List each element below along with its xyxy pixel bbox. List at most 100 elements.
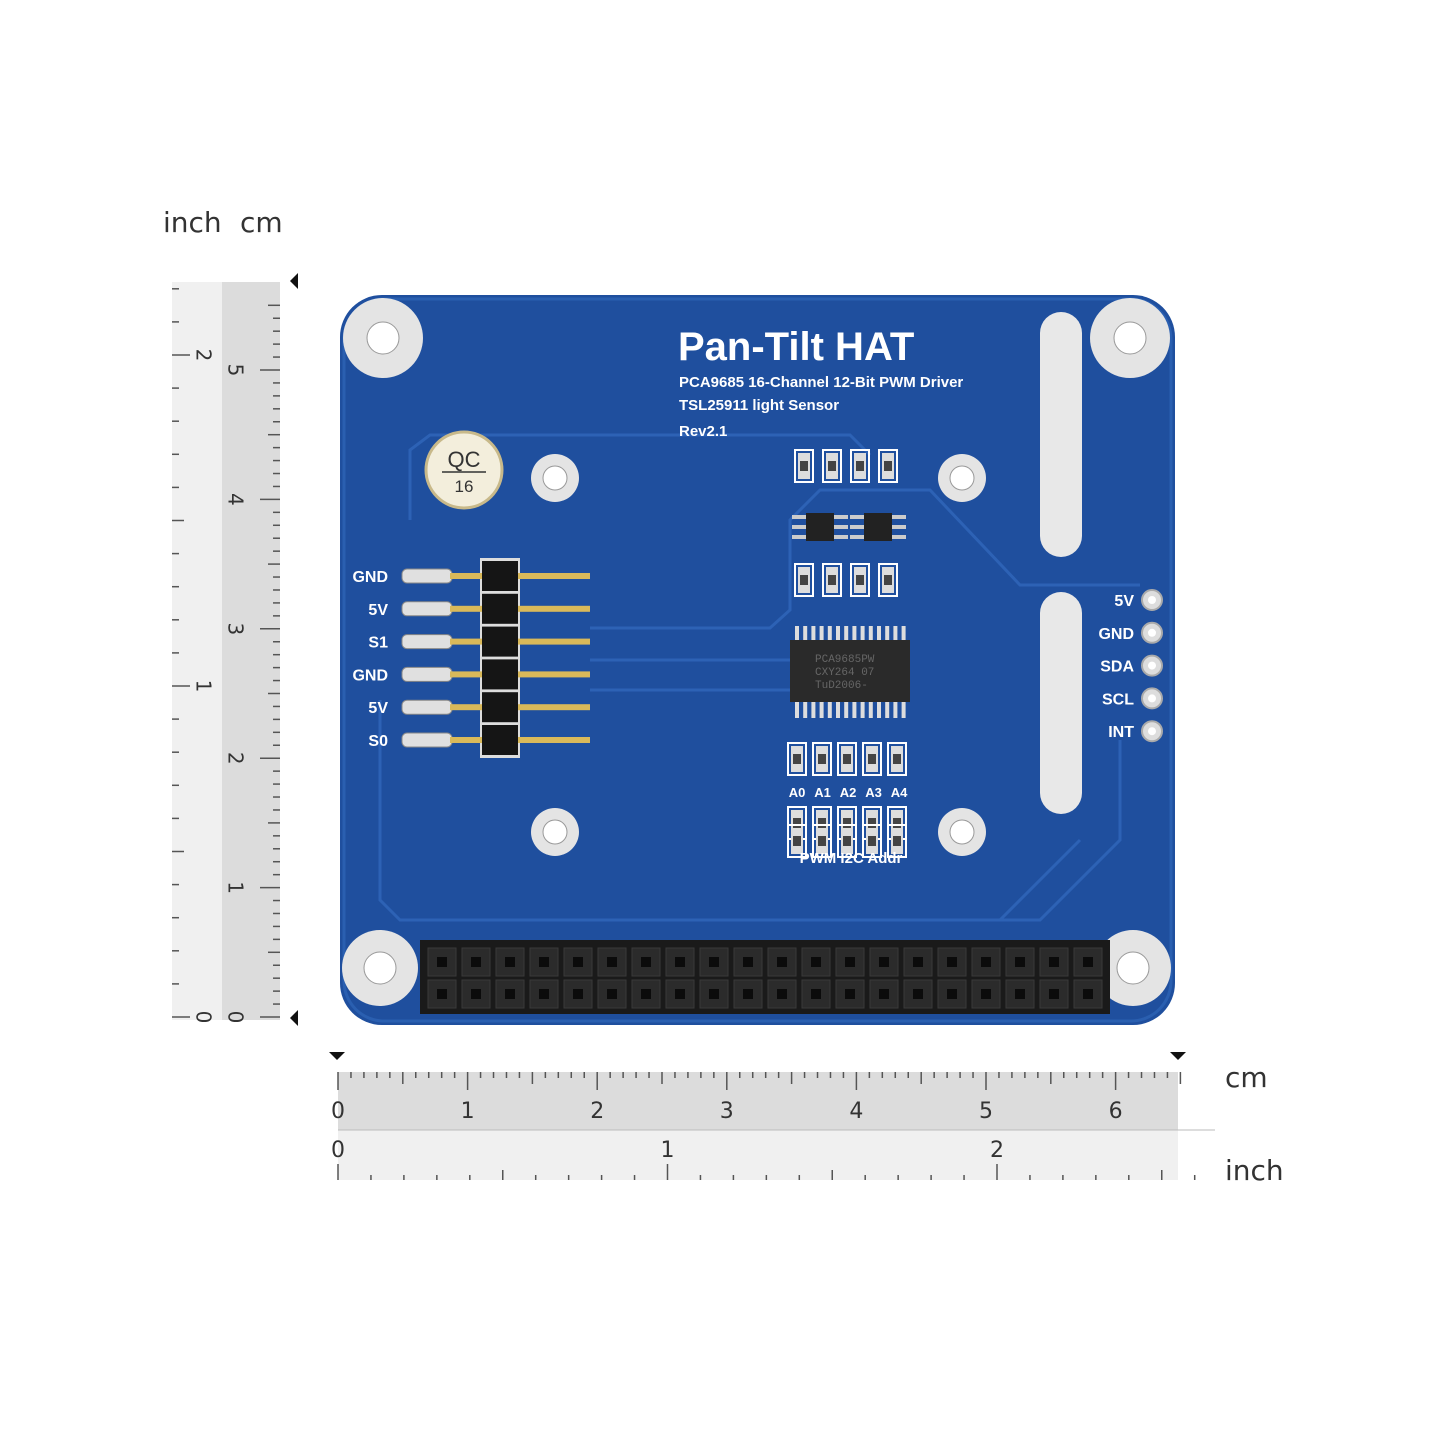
- chip-pin: [860, 626, 865, 642]
- resistor-body: [856, 461, 864, 471]
- resistor-body: [828, 575, 836, 585]
- resistor-body: [884, 461, 892, 471]
- header-pin: [450, 605, 590, 612]
- addr-caption: PWM I2C Addr: [800, 850, 903, 867]
- inch-tick-label: 2: [990, 1138, 1004, 1163]
- gpio-socket-hole: [1049, 989, 1059, 999]
- resistor-body: [843, 754, 851, 764]
- cm-tick-label: 1: [461, 1099, 475, 1124]
- chip-pin: [852, 626, 857, 642]
- gpio-socket: [461, 947, 491, 977]
- resistor-body: [856, 575, 864, 585]
- mounting-slot: [1040, 312, 1082, 557]
- gpio-socket-hole: [845, 989, 855, 999]
- cm-tick-label: 6: [1109, 1099, 1123, 1124]
- chip-pin: [893, 700, 898, 718]
- header-pin: [450, 737, 590, 743]
- addr-jumper-label: A3: [865, 785, 882, 800]
- resistor-body: [800, 461, 808, 471]
- i2c-pad-hole: [1148, 661, 1156, 670]
- gpio-socket-hole: [607, 989, 617, 999]
- gpio-socket-hole: [675, 957, 685, 967]
- mounting-slot: [1040, 592, 1082, 814]
- resistor-outline: [787, 742, 807, 776]
- inch-tick-label: 0: [331, 1138, 345, 1163]
- resistor-outline: [878, 449, 898, 483]
- chip-pin: [868, 626, 873, 642]
- resistor-outline: [822, 563, 842, 597]
- ic-pin: [892, 525, 906, 529]
- right-marker-icon: [1170, 1052, 1186, 1060]
- resistor-body: [893, 836, 901, 846]
- gpio-socket-hole: [471, 989, 481, 999]
- chip-pin: [901, 626, 906, 642]
- cm-tick-label: 2: [590, 1099, 604, 1124]
- resistor-body: [793, 754, 801, 764]
- header-plastic: [482, 626, 518, 657]
- chip-pin: [819, 700, 824, 718]
- resistor-body: [868, 754, 876, 764]
- gpio-socket-hole: [539, 989, 549, 999]
- cm-tick-label: 4: [849, 1099, 863, 1124]
- mounting-hole-center: [363, 951, 397, 985]
- resistor-outline: [837, 742, 857, 776]
- i2c-pin-label: 5V: [1114, 593, 1134, 610]
- ic-pin: [834, 525, 848, 529]
- mounting-hole-center: [542, 819, 568, 845]
- chip-pin: [795, 626, 799, 642]
- gpio-socket-hole: [709, 989, 719, 999]
- chip-pin: [868, 700, 873, 718]
- gpio-socket-hole: [845, 957, 855, 967]
- ic-pin: [892, 515, 906, 519]
- gpio-40pin-header: [420, 940, 1110, 1014]
- servo-pin-label: 5V: [368, 700, 388, 717]
- ic-pin: [850, 515, 864, 519]
- addr-jumper-label: A2: [840, 785, 857, 800]
- chip-pin: [819, 626, 824, 642]
- gpio-socket-hole: [811, 989, 821, 999]
- ic-pin: [834, 535, 848, 539]
- gpio-socket-hole: [675, 989, 685, 999]
- left-marker-icon: [329, 1052, 345, 1060]
- solder-pad: [401, 601, 453, 617]
- gpio-socket-hole: [1083, 957, 1093, 967]
- gpio-socket: [971, 979, 1001, 1009]
- inch-tick-label: 0: [192, 1011, 216, 1024]
- servo-pin-label: GND: [352, 667, 388, 684]
- svg-text:16: 16: [455, 477, 474, 496]
- mounting-hole-center: [949, 465, 975, 491]
- vertical-ruler-inch-unit: inch: [163, 206, 222, 239]
- cm-tick-label: 5: [224, 364, 248, 377]
- gpio-socket: [971, 947, 1001, 977]
- qc-sticker: QC 16: [424, 430, 504, 510]
- gpio-socket-hole: [437, 989, 447, 999]
- servo-pin-label: S0: [368, 733, 388, 750]
- ic-pin: [850, 535, 864, 539]
- servo-pin-label: S1: [368, 635, 388, 652]
- cm-tick-label: 0: [331, 1099, 345, 1124]
- gpio-socket: [869, 947, 899, 977]
- resistor-body: [884, 575, 892, 585]
- resistor-outline: [794, 449, 814, 483]
- ic-pin: [792, 515, 806, 519]
- resistor-outline: [878, 563, 898, 597]
- pcb-traces: [378, 433, 1140, 922]
- header-pin: [450, 671, 590, 678]
- gpio-socket-hole: [981, 989, 991, 999]
- gpio-socket: [427, 947, 457, 977]
- board-revision: Rev2.1: [679, 423, 727, 440]
- i2c-pad-hole: [1148, 727, 1156, 736]
- gpio-socket-hole: [437, 957, 447, 967]
- cm-tick-label: 5: [979, 1099, 993, 1124]
- i2c-pin-label: SDA: [1100, 659, 1134, 676]
- solder-pad: [401, 568, 453, 584]
- header-plastic: [482, 561, 518, 591]
- ic-pin: [850, 525, 864, 529]
- vertical-ruler-cm-unit: cm: [240, 206, 283, 239]
- cm-tick-label: 2: [224, 752, 248, 765]
- resistor-body: [868, 836, 876, 846]
- svg-text:QC: QC: [448, 447, 481, 472]
- resistor-outline: [862, 824, 882, 858]
- sot23-ic: [806, 513, 834, 541]
